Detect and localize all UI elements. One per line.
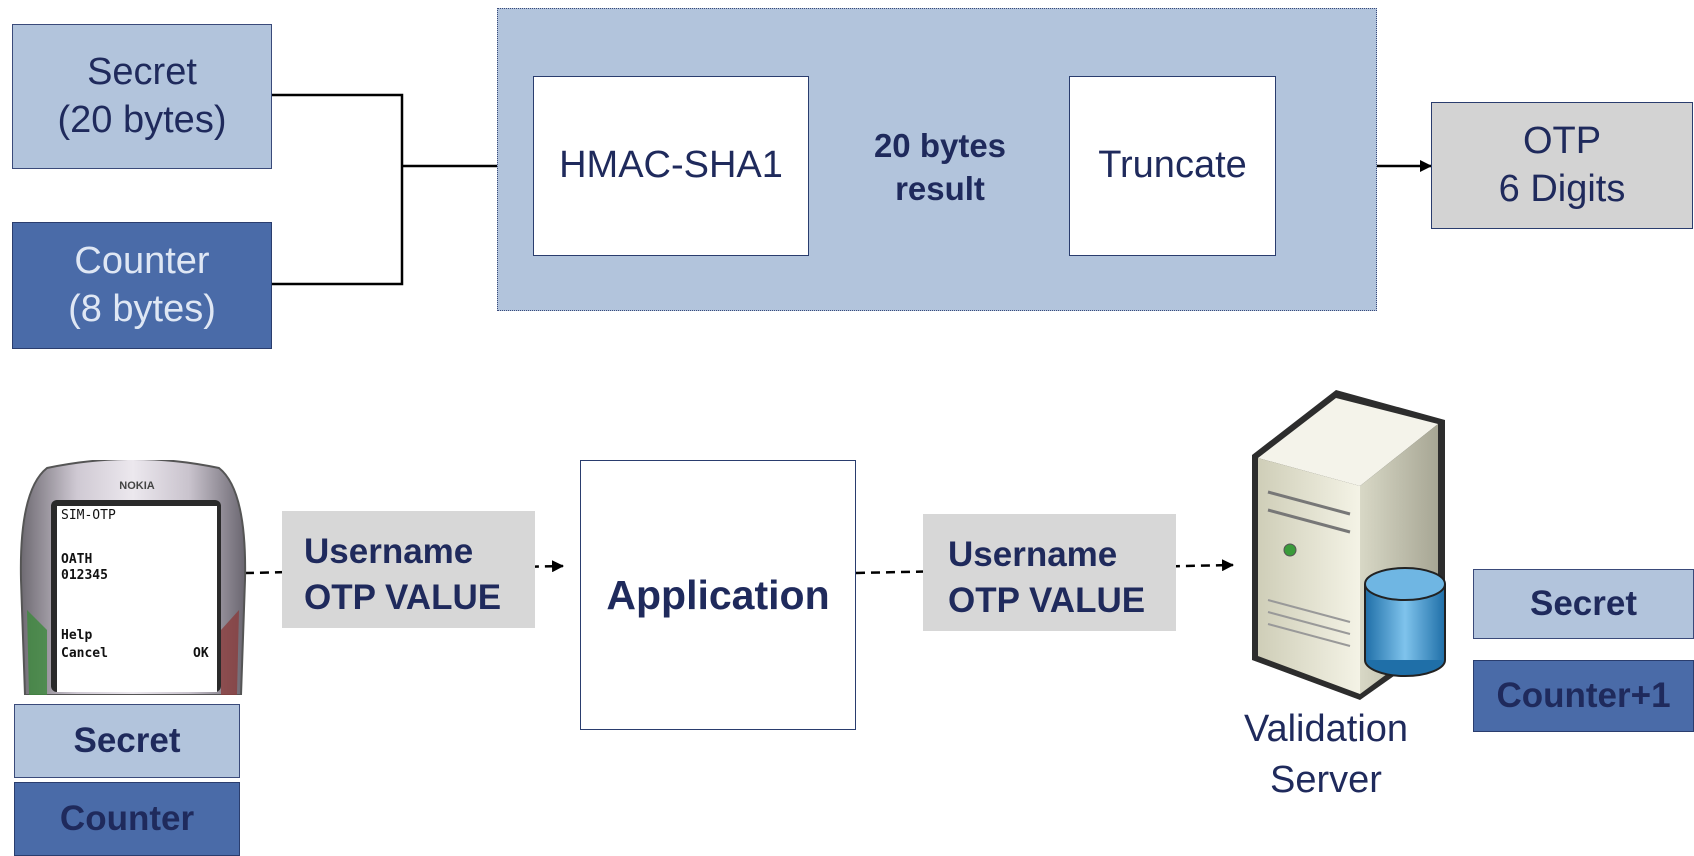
hmac-sha1-box: HMAC-SHA1: [533, 76, 809, 256]
username-otp-message-2: Username OTP VALUE: [923, 514, 1176, 631]
application-box: Application: [580, 460, 856, 730]
validation-server-label: Validation Server: [1243, 707, 1409, 801]
phone-counter-box: Counter: [14, 782, 240, 856]
phone-brand-label: NOKIA: [119, 480, 155, 492]
phone-screen-title: SIM-OTP: [61, 508, 116, 523]
phone-screen-cancel[interactable]: Cancel: [61, 646, 108, 661]
truncate-box: Truncate: [1069, 76, 1276, 256]
phone-body-icon: [19, 460, 247, 695]
counter-input-box: Counter (8 bytes): [12, 222, 272, 349]
mobile-phone: NOKIA SIM-OTP OATH 012345 Help Cancel OK: [17, 460, 249, 695]
hmac-result-label: 20 bytes result: [873, 127, 1007, 207]
username-otp-message-1: Username OTP VALUE: [282, 511, 535, 628]
secret-input-box: Secret (20 bytes): [12, 24, 272, 169]
phone-secret-box: Secret: [14, 704, 240, 778]
otp-output-box: OTP 6 Digits: [1431, 102, 1693, 229]
server-counter-box: Counter+1: [1473, 660, 1694, 732]
phone-screen-help[interactable]: Help: [61, 628, 93, 643]
secret-connector: [272, 93, 404, 286]
phone-screen-line1: OATH: [61, 552, 93, 567]
phone-screen-ok[interactable]: OK: [193, 646, 209, 661]
server-secret-box: Secret: [1473, 569, 1694, 639]
phone-screen-otp-code: 012345: [61, 568, 108, 583]
